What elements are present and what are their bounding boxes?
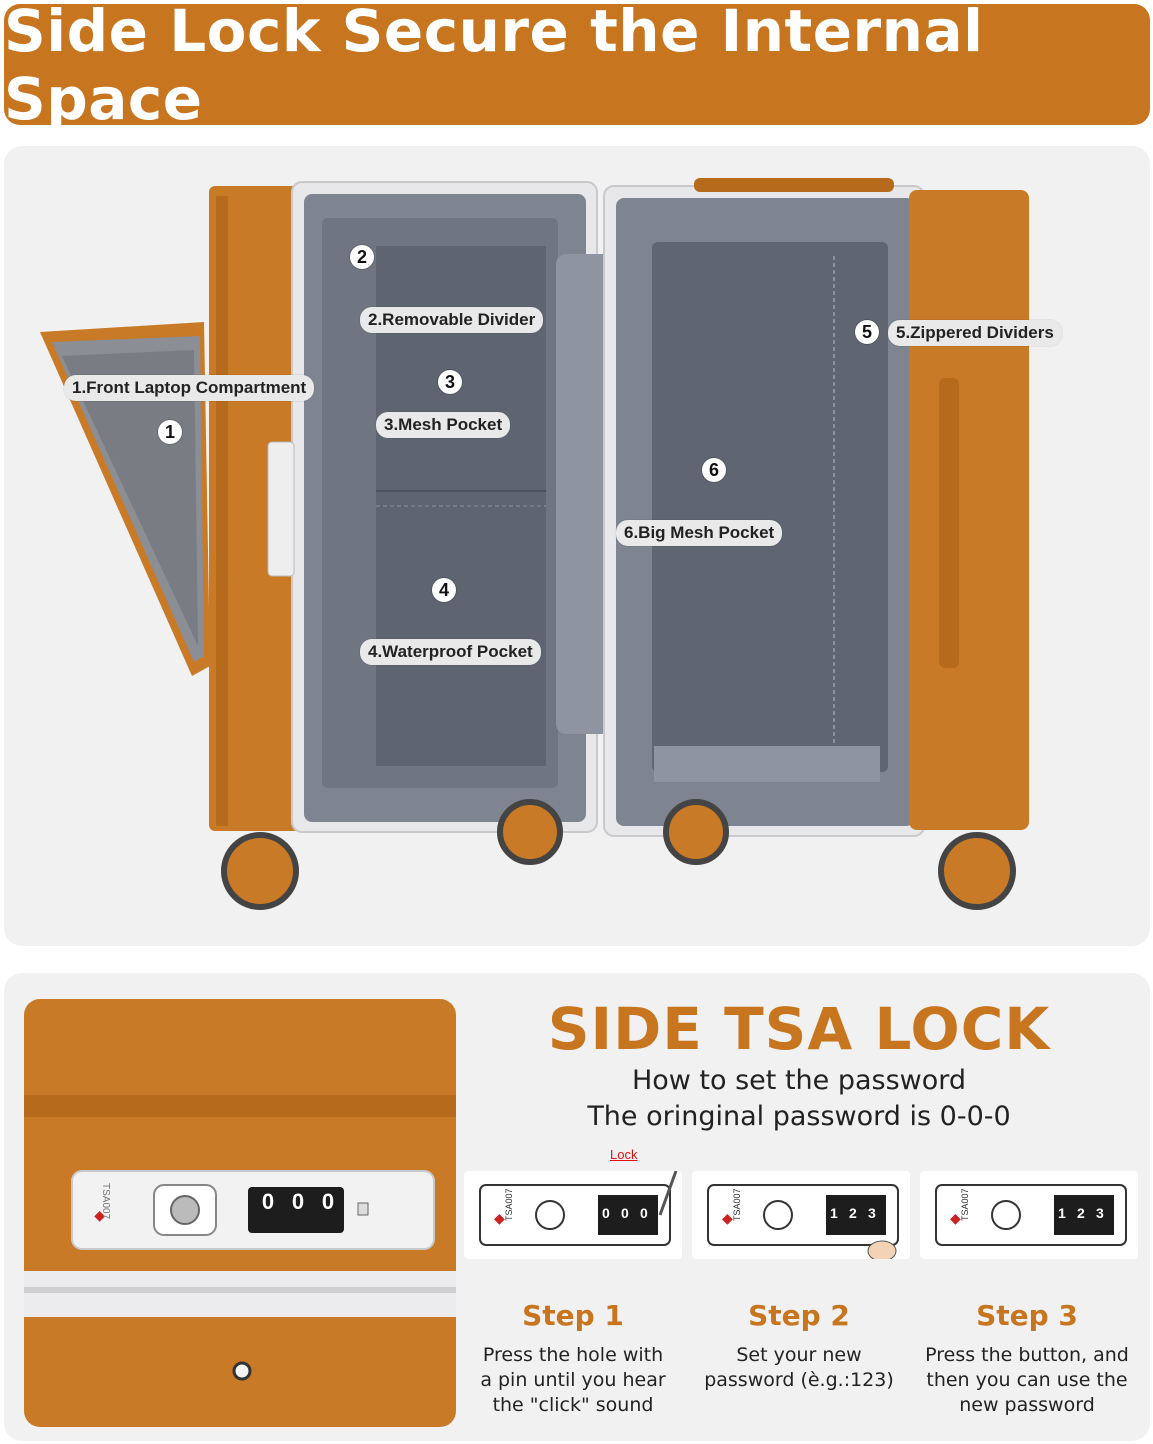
svg-text:◆: ◆ [722,1210,733,1226]
step-2-dial-1: 1 [830,1205,838,1221]
feature-label-3: 3.Mesh Pocket [376,412,511,438]
lock-label: Lock [610,1147,638,1162]
feature-label-1: 1.Front Laptop Compartment [64,375,315,401]
step-1-title: Step 1 [522,1299,624,1332]
step-3-dial-2: 2 [1077,1205,1085,1221]
feature-label-6: 6.Big Mesh Pocket [616,520,783,546]
step-3-dial-1: 1 [1058,1205,1066,1221]
step-2-lock-illustration: ◆ TSA007 1 2 3 [692,1171,910,1262]
svg-text:◆: ◆ [92,1211,108,1222]
feature-label-4: 4.Waterproof Pocket [360,639,541,665]
closeup-dial-1: 0 [261,1189,275,1214]
step-2-dial-2: 2 [849,1205,857,1221]
step-3-lock-illustration: ◆ TSA007 1 2 3 [920,1171,1138,1259]
feature-number-5: 5 [855,320,879,344]
open-suitcase-illustration [40,178,1029,910]
feature-number-3: 3 [438,370,462,394]
suitcase-hero-panel: 1 1.Front Laptop Compartment 2 2.Removab… [4,146,1150,946]
lock-closeup-illustration: ◆ [24,999,456,1427]
banner-title: Side Lock Secure the Internal Space [4,0,984,133]
tsa-subtitle-2: The oringinal password is 0-0-0 [587,1101,1011,1132]
feature-number-4: 4 [432,578,456,602]
closeup-dial-2: 0 [291,1189,305,1214]
feature-label-2: 2.Removable Divider [360,307,544,333]
tsa-lock-panel: ◆ TSA007 0 0 0 SIDE TSA LOCK How to set … [4,973,1150,1441]
closeup-brand-text: TSA007 [100,1183,111,1220]
step-2-title: Step 2 [748,1299,850,1332]
step-3-brand: TSA007 [960,1188,970,1221]
step-2-dial-3: 3 [868,1205,876,1221]
feature-number-1: 1 [158,420,182,444]
step-3-description: Press the button, and then you can use t… [925,1344,1129,1416]
step-1-brand: TSA007 [504,1188,514,1221]
closeup-dial-3: 0 [321,1189,335,1214]
step-3-title: Step 3 [976,1299,1078,1332]
feature-number-6: 6 [702,458,726,482]
svg-text:◆: ◆ [494,1210,505,1226]
feature-label-5: 5.Zippered Dividers [888,320,1062,346]
step-1-description: Press the hole with a pin until you hear… [480,1344,666,1416]
step-2-description: Set your new password (è.g.:123) [704,1344,894,1391]
step-1-dial-2: 0 [621,1205,629,1221]
header-banner: Side Lock Secure the Internal Space [4,0,1150,133]
svg-text:◆: ◆ [950,1210,961,1226]
step-2-brand: TSA007 [732,1188,742,1221]
tsa-subtitle-1: How to set the password [631,1065,967,1096]
step-1-dial-1: 0 [602,1205,610,1221]
step-1-lock-illustration: ◆ TSA007 0 0 0 [464,1170,682,1259]
step-3-dial-3: 3 [1096,1205,1104,1221]
feature-number-2: 2 [350,245,374,269]
step-1-dial-3: 0 [640,1205,648,1221]
tsa-lock-title: SIDE TSA LOCK [547,995,1051,1063]
